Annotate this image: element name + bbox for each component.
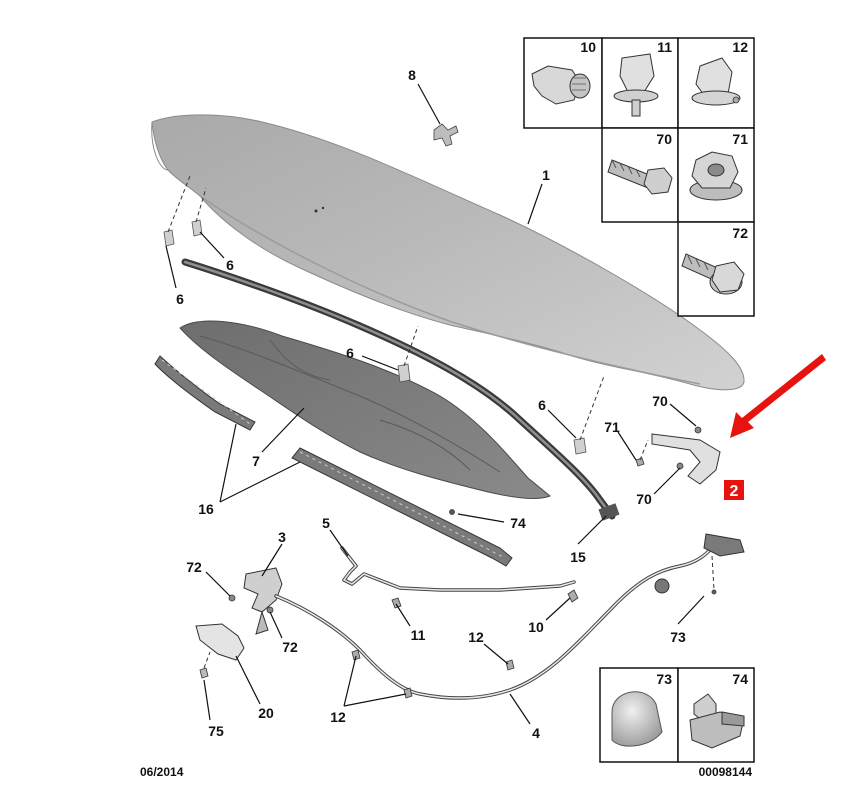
release-cable bbox=[274, 509, 745, 700]
callout-6: 6 bbox=[226, 257, 234, 273]
footer-date: 06/2014 bbox=[140, 765, 184, 779]
table-label-74: 74 bbox=[732, 671, 748, 687]
clip-12-icon bbox=[691, 57, 741, 106]
clip-part-8 bbox=[433, 123, 459, 147]
highlight-label: 2 bbox=[730, 483, 739, 500]
prop-rod bbox=[340, 546, 579, 609]
highlight-badge: 2 bbox=[724, 480, 744, 500]
callout-7: 7 bbox=[252, 453, 260, 469]
callout-75: 75 bbox=[208, 723, 224, 739]
bolt-72-icon bbox=[681, 253, 745, 295]
lower-parts-table: 73 74 bbox=[599, 667, 755, 763]
callout-8: 8 bbox=[408, 67, 416, 83]
nut-71-icon bbox=[689, 151, 743, 201]
table-label-12: 12 bbox=[732, 39, 748, 55]
parts-table: 10 11 12 70 71 72 bbox=[523, 37, 755, 317]
callout-5: 5 bbox=[322, 515, 330, 531]
callout-72: 72 bbox=[186, 559, 202, 575]
callout-10: 10 bbox=[528, 619, 544, 635]
footer-reference: 00098144 bbox=[699, 765, 753, 779]
bolt-70-icon bbox=[607, 159, 673, 195]
table-label-72: 72 bbox=[732, 225, 748, 241]
callout-16: 16 bbox=[198, 501, 214, 517]
highlight-arrow bbox=[730, 354, 826, 438]
table-label-11: 11 bbox=[657, 39, 672, 55]
callout-1: 1 bbox=[542, 167, 550, 183]
hood-latch bbox=[228, 567, 283, 635]
callout-71: 71 bbox=[604, 419, 620, 435]
molding-strips bbox=[154, 355, 513, 567]
clip-11-icon bbox=[613, 53, 659, 117]
insulation-pad bbox=[179, 320, 551, 499]
callout-11: 11 bbox=[411, 627, 426, 643]
callout-6: 6 bbox=[538, 397, 546, 413]
callout-labels: 1 8 6 6 6 6 7 16 74 15 70 71 70 3 72 72 … bbox=[176, 67, 686, 741]
hood-panel bbox=[151, 114, 745, 391]
hood-hinge bbox=[635, 426, 721, 485]
leader-lines bbox=[165, 83, 705, 725]
callout-4: 4 bbox=[532, 725, 540, 741]
callout-70: 70 bbox=[652, 393, 668, 409]
callout-74: 74 bbox=[510, 515, 526, 531]
clip-10-icon bbox=[531, 65, 591, 105]
callout-70: 70 bbox=[636, 491, 652, 507]
callout-15: 15 bbox=[570, 549, 586, 565]
callout-20: 20 bbox=[258, 705, 274, 721]
callout-3: 3 bbox=[278, 529, 286, 545]
callout-73: 73 bbox=[670, 629, 686, 645]
push-clips bbox=[163, 175, 605, 455]
hood-seal bbox=[181, 258, 620, 521]
cap-73-icon bbox=[611, 691, 663, 747]
table-label-10: 10 bbox=[580, 39, 596, 55]
callout-12: 12 bbox=[330, 709, 346, 725]
table-label-70: 70 bbox=[656, 131, 672, 147]
callout-6: 6 bbox=[346, 345, 354, 361]
table-label-71: 71 bbox=[732, 131, 748, 147]
callout-6: 6 bbox=[176, 291, 184, 307]
bracket-part-20 bbox=[195, 623, 245, 679]
clip-74-icon bbox=[689, 693, 745, 749]
callout-72: 72 bbox=[282, 639, 298, 655]
callout-12: 12 bbox=[468, 629, 484, 645]
table-label-73: 73 bbox=[656, 671, 672, 687]
